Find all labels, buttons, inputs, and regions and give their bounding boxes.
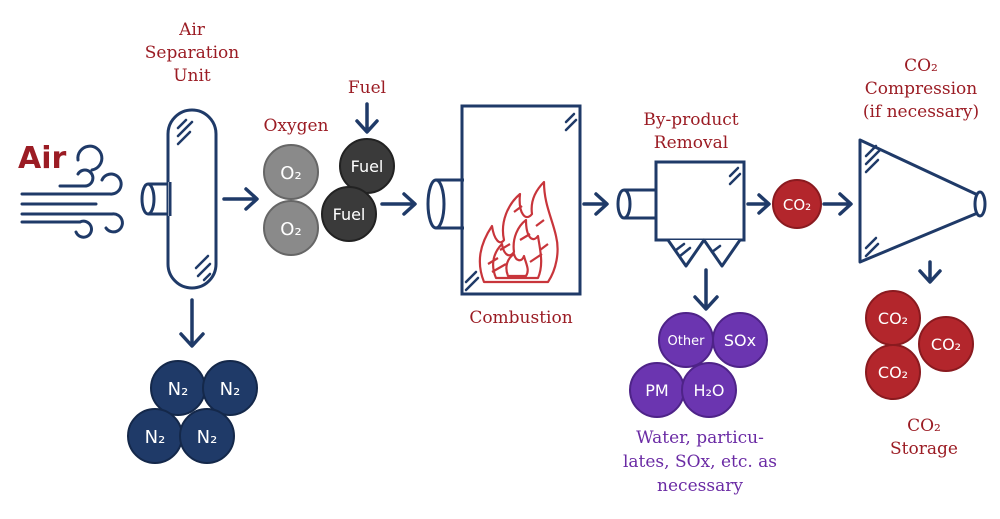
compression-label-line2: Compression <box>864 79 978 99</box>
byproducts-desc-line1: Water, particu- <box>636 428 764 448</box>
svg-text:O₂: O₂ <box>280 219 301 240</box>
nitrogen-molecule: N₂ <box>202 360 258 416</box>
nitrogen-molecule: N₂ <box>127 408 183 464</box>
nitrogen-molecule: N₂ <box>150 360 206 416</box>
svg-text:CO₂: CO₂ <box>878 309 908 328</box>
air-separation-unit <box>140 108 218 290</box>
byproduct-removal-unit <box>616 160 746 268</box>
fuel-molecule: Fuel <box>339 138 395 194</box>
svg-text:PM: PM <box>645 381 668 400</box>
oxygen-molecule: O₂ <box>263 144 319 200</box>
flow-arrows <box>179 102 942 348</box>
asu-label-line1: Air <box>179 20 205 40</box>
svg-text:N₂: N₂ <box>220 379 241 400</box>
oxygen-molecule: O₂ <box>263 200 319 256</box>
combustion-label: Combustion <box>469 308 573 328</box>
asu-label-line2: Separation <box>144 43 240 63</box>
svg-text:CO₂: CO₂ <box>878 363 908 382</box>
svg-text:Other: Other <box>668 334 706 349</box>
byproduct-label-line1: By-product <box>643 110 739 130</box>
pm-molecule: PM <box>629 362 685 418</box>
co2-stored-molecule: CO₂ <box>865 290 921 346</box>
svg-text:H₂O: H₂O <box>693 381 724 400</box>
air-label: Air <box>18 141 67 176</box>
asu-label-line3: Unit <box>173 66 211 86</box>
compression-label-line1: CO₂ <box>904 56 938 76</box>
svg-text:CO₂: CO₂ <box>783 196 811 214</box>
svg-text:O₂: O₂ <box>280 163 301 184</box>
co2-stored-molecule: CO₂ <box>918 316 974 372</box>
co2-molecule: CO₂ <box>772 179 822 229</box>
h2o-molecule: H₂O <box>681 362 737 418</box>
nitrogen-molecule: N₂ <box>179 408 235 464</box>
oxygen-label: Oxygen <box>263 116 329 136</box>
svg-text:N₂: N₂ <box>197 427 218 448</box>
sox-molecule: SOx <box>712 312 768 368</box>
fuel-label: Fuel <box>347 78 387 98</box>
storage-label-line2: Storage <box>890 439 958 459</box>
byproducts-desc-line3: necessary <box>657 476 743 496</box>
fuel-molecule: Fuel <box>321 186 377 242</box>
svg-text:Fuel: Fuel <box>333 205 366 224</box>
combustion-chamber <box>426 104 582 296</box>
byproducts-desc-line2: lates, SOx, etc. as <box>622 452 778 472</box>
flame-icon <box>478 180 559 284</box>
svg-text:N₂: N₂ <box>145 427 166 448</box>
svg-text:SOx: SOx <box>724 331 756 350</box>
byproduct-label-line2: Removal <box>653 133 729 153</box>
svg-text:Fuel: Fuel <box>351 157 384 176</box>
co2-stored-molecule: CO₂ <box>865 344 921 400</box>
other-byproduct-molecule: Other <box>658 312 714 368</box>
storage-label-line1: CO₂ <box>907 416 941 436</box>
compression-label-line3: (if necessary) <box>862 102 980 122</box>
svg-text:CO₂: CO₂ <box>931 335 961 354</box>
co2-compressor <box>858 138 987 264</box>
air-wind-icon <box>20 144 124 239</box>
svg-text:N₂: N₂ <box>168 379 189 400</box>
